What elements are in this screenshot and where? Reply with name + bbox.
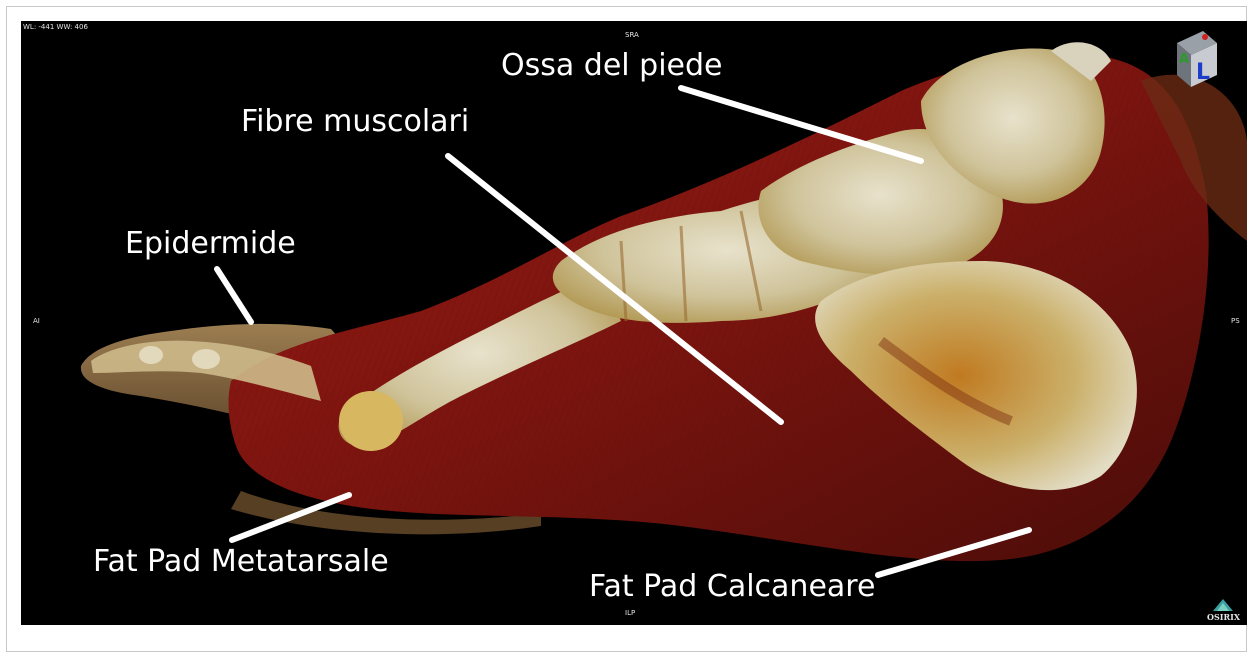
orientation-bottom: ILP [625,609,635,617]
label-calcaneal-pad: Fat Pad Calcaneare [589,570,875,604]
osirix-logo-icon [1213,599,1233,611]
window-level-readout: WL: -441 WW: 406 [23,23,88,31]
orientation-left: AI [33,317,40,325]
3d-render-viewport[interactable]: L A WL: -441 WW: 406 SRA ILP AI PS OSIRI… [21,21,1247,625]
toe-joint [139,346,163,364]
orientation-top: SRA [625,31,639,39]
label-skin: Epidermide [125,227,296,261]
osirix-logo-text: OSIRIX [1207,613,1240,622]
toe-joint [192,349,220,369]
pointer-skin [217,269,251,322]
foot-volume-render: L A [21,21,1247,625]
orientation-cube-icon: L A [1177,31,1217,87]
orientation-right: PS [1231,317,1240,325]
metatarsal-head [339,391,403,451]
viewer-frame: L A WL: -441 WW: 406 SRA ILP AI PS OSIRI… [6,6,1247,652]
label-bones: Ossa del piede [501,49,723,83]
cube-letter-front: L [1196,60,1210,85]
label-metatarsal-pad: Fat Pad Metatarsale [93,545,389,579]
label-muscle: Fibre muscolari [241,105,469,139]
cube-letter-top: A [1179,52,1189,67]
